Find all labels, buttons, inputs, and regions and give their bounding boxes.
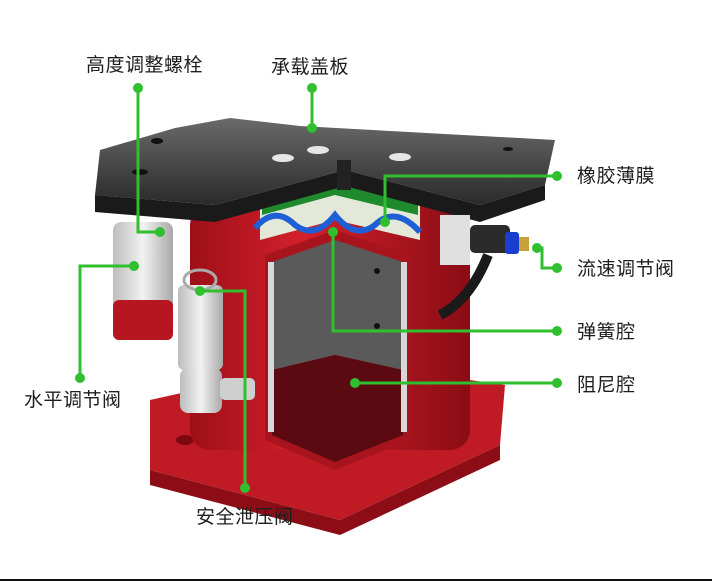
label-damping-chamber: 阻尼腔	[577, 374, 636, 396]
label-spring-chamber: 弹簧腔	[577, 321, 636, 343]
label-leveling-valve: 水平调节阀	[24, 389, 122, 411]
leveling-valve-body	[113, 222, 173, 340]
label-height-adjust-bolt: 高度调整螺栓	[86, 54, 204, 76]
label-load-cover-plate: 承载盖板	[271, 56, 350, 78]
label-rubber-membrane: 橡胶薄膜	[577, 165, 656, 187]
callout-dots	[75, 83, 562, 493]
label-safety-relief-valve: 安全泄压阀	[196, 506, 294, 528]
top-cover-plate	[95, 118, 555, 222]
label-flow-control-valve: 流速调节阀	[577, 258, 675, 280]
safety-relief-valve-body	[178, 268, 255, 413]
callout-lines	[78, 88, 557, 488]
flow-valve-assembly	[437, 215, 529, 320]
cylinder-body	[190, 205, 470, 470]
bottom-border	[0, 579, 712, 581]
